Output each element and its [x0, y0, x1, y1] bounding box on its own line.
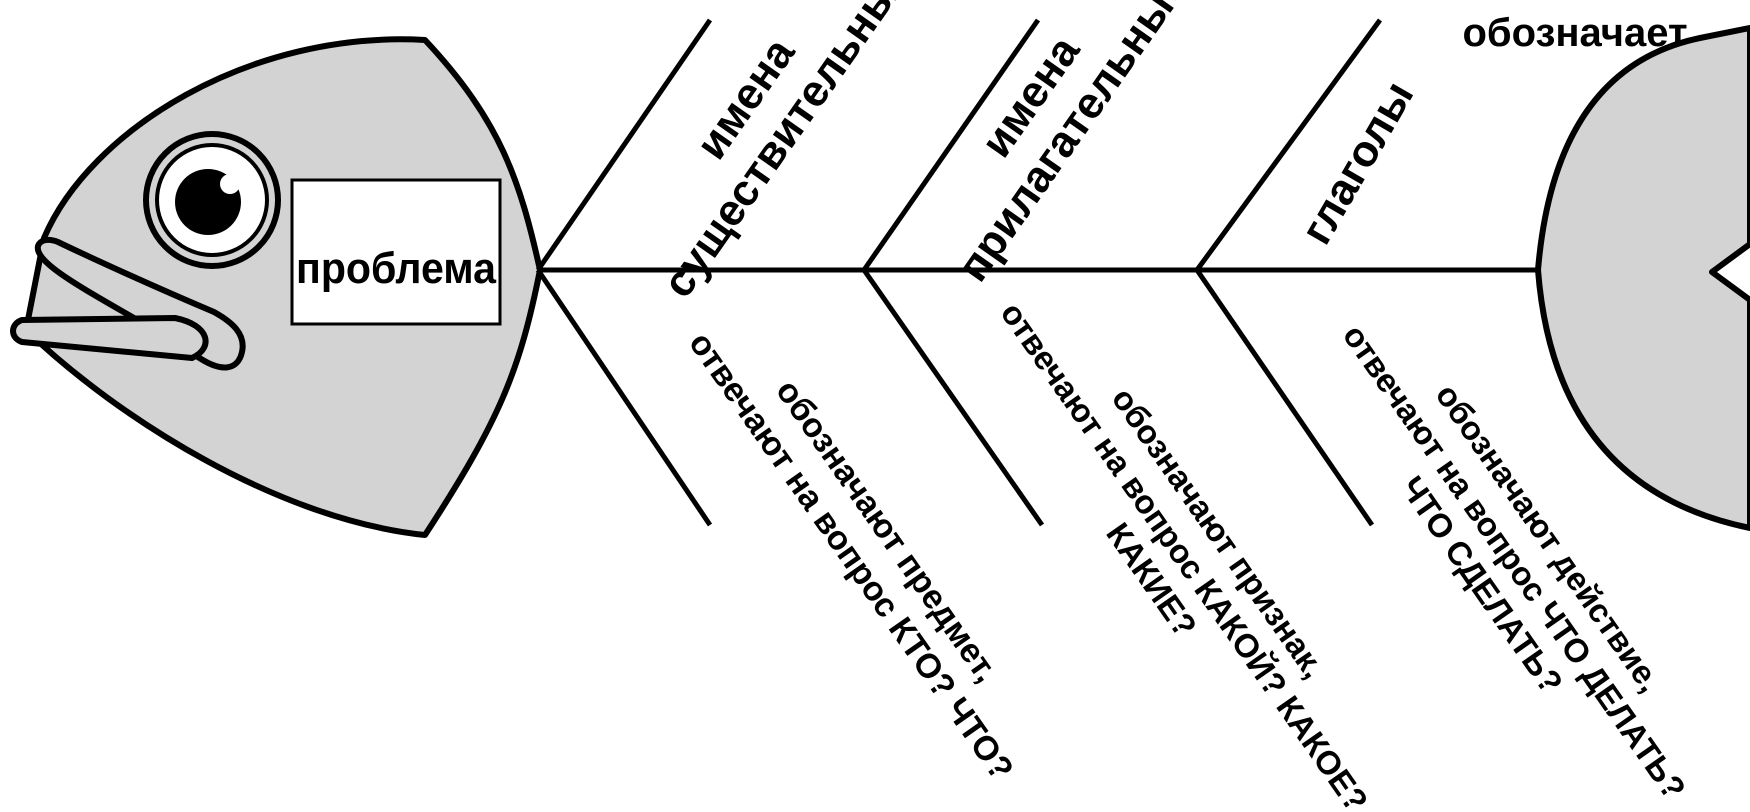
- bottom-label-1-line-2: отвечают на вопрос КТО? ЧТО?: [681, 325, 1020, 787]
- top-bone-2: [861, 18, 1041, 272]
- bottom-bone-1: [535, 268, 713, 527]
- fish-eye: [143, 131, 281, 269]
- problem-label: проблема: [296, 244, 496, 293]
- bottom-label-2-line-2: отвечают на вопрос КАКОЙ? КАКОЕ?: [994, 295, 1377, 812]
- bottom-label-2: обозначают признак, отвечают на вопрос К…: [994, 295, 1377, 812]
- top-bone-1: [535, 18, 713, 272]
- problem-box: [290, 178, 502, 326]
- fish-tail: [1535, 25, 1750, 531]
- bottom-bone-2: [861, 268, 1045, 527]
- top-bone-3: [1194, 18, 1383, 272]
- corner-text: обозначает: [1462, 11, 1687, 55]
- top-label-verbs: глаголы: [1292, 73, 1424, 252]
- top-label-nouns: имена существительные: [653, 0, 922, 306]
- bottom-bone-3: [1194, 268, 1375, 527]
- fish-lower-lip: [10, 315, 209, 361]
- bottom-label-1: обозначают предмет, отвечают на вопрос К…: [681, 325, 1020, 787]
- top-label-verbs-line-1: глаголы: [1292, 73, 1424, 252]
